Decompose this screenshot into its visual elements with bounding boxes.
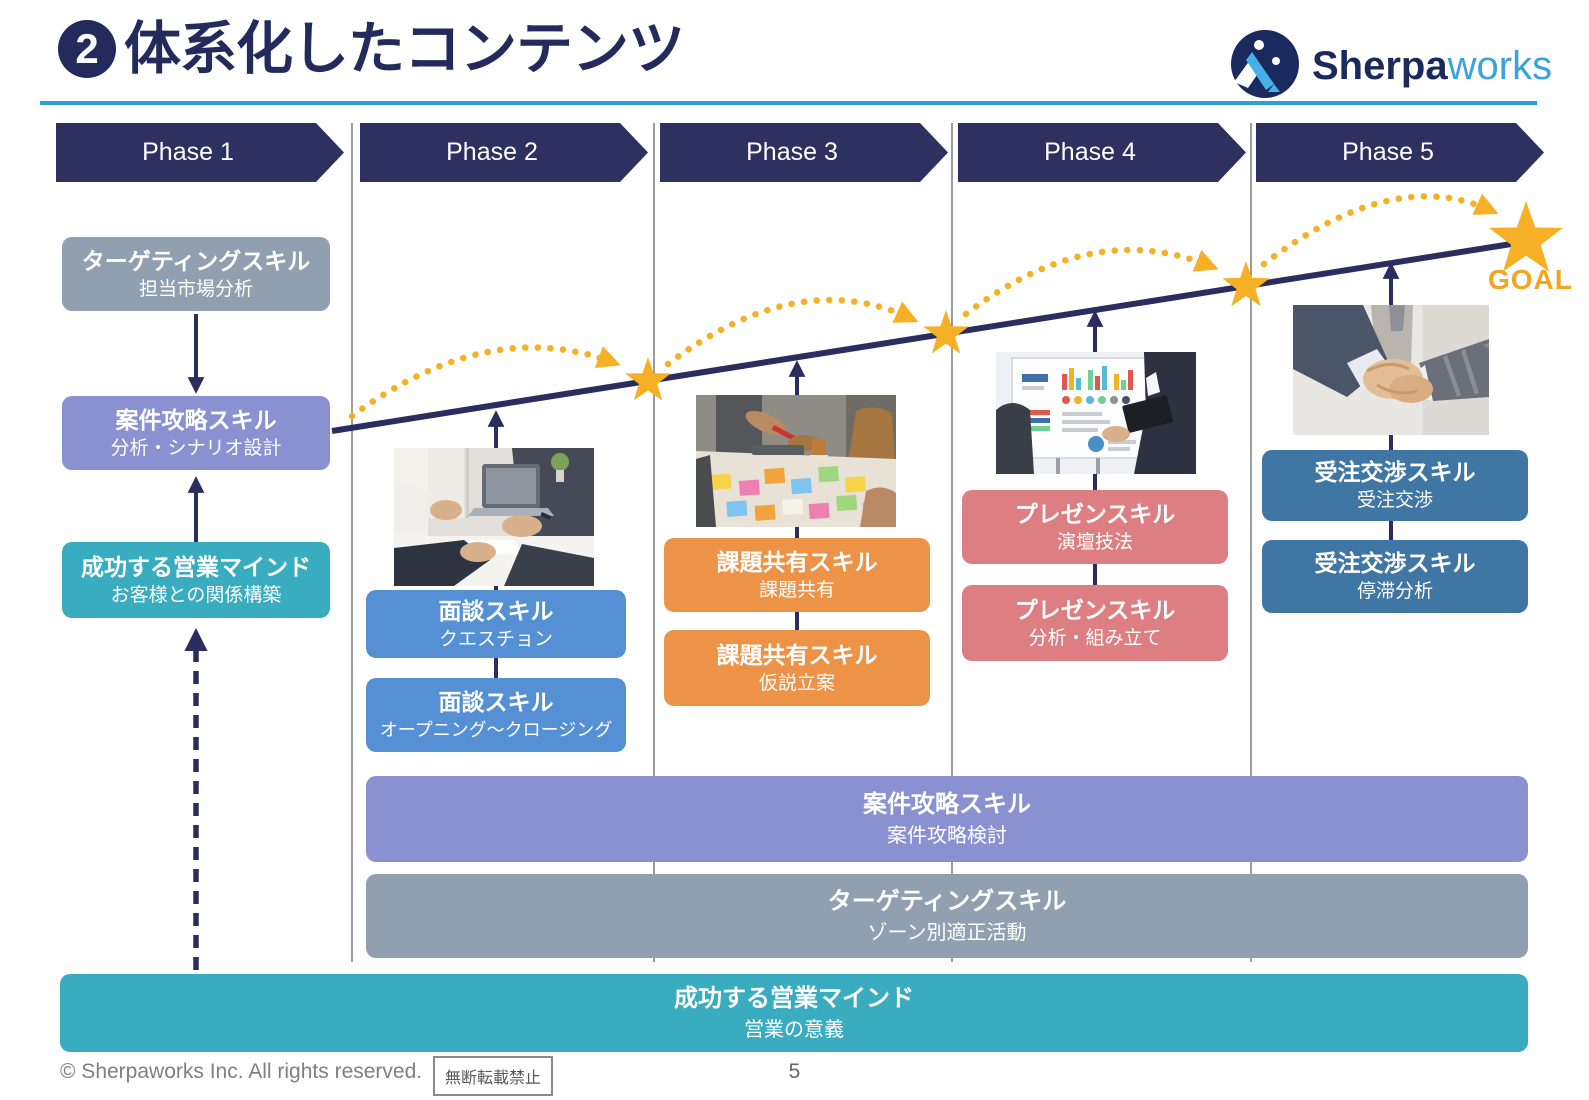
interview-skill-box-2: 面談スキル オープニング～クロージング [366,678,626,752]
business-meeting-photo [394,448,594,586]
sales-mind-wide-bar: 成功する営業マインド 営業の意義 [60,974,1528,1052]
anken-skill-box: 案件攻略スキル 分析・シナリオ設計 [62,396,330,470]
box-title: 受注交渉スキル [1314,459,1476,486]
phase-banner-1: Phase 1 [56,123,344,182]
footer-copyright: © Sherpaworks Inc. All rights reserved. [60,1060,423,1083]
box-subtitle: お客様との関係構築 [110,584,282,606]
box-subtitle: クエスチョン [438,628,553,650]
header-divider [40,101,1537,105]
progress-arc-icon-4 [1260,193,1499,268]
box-title: 面談スキル [438,689,554,716]
page-number: 5 [788,1060,801,1083]
box-title: プレゼンスキル [1014,596,1176,623]
goal-star-icon [1488,201,1564,272]
box-subtitle: 分析・シナリオ設計 [110,437,282,459]
box-title: 受注交渉スキル [1314,550,1476,577]
sales-mind-box: 成功する営業マインド お客様との関係構築 [62,542,330,618]
goal-label: GOAL [1488,264,1573,295]
box-title: 成功する営業マインド [81,553,311,580]
progress-arc-icon-1 [348,344,621,420]
issue-sharing-skill-box-1: 課題共有スキル 課題共有 [664,538,930,612]
bar-subtitle: 案件攻略検討 [887,824,1007,847]
interview-skill-box-1: 面談スキル クエスチョン [366,590,626,658]
issue-sharing-skill-box-2: 課題共有スキル 仮説立案 [664,630,930,706]
bar-title: ターゲティングスキル [827,888,1067,916]
brainstorming-sticky-notes-photo [696,395,896,527]
order-negotiation-skill-box-2: 受注交渉スキル 停滞分析 [1262,540,1528,613]
box-subtitle: 課題共有 [758,579,835,601]
bar-title: 案件攻略スキル [863,791,1031,819]
anken-wide-bar: 案件攻略スキル 案件攻略検討 [366,776,1528,862]
sherpaworks-logo: Sherpaworks [1228,30,1552,102]
milestone-star-icon-1 [625,357,671,401]
bar-subtitle: 営業の意義 [744,1018,844,1041]
box-subtitle: 分析・組み立て [1028,627,1162,649]
logo-sherpa: Sherpa [1312,44,1448,88]
progress-arc-icon-3 [962,246,1219,318]
bar-title: 成功する営業マインド [674,985,914,1013]
box-title: 課題共有スキル [716,641,878,668]
box-title: 面談スキル [438,597,554,624]
phase-banner-5: Phase 5 [1256,123,1544,182]
box-title: ターゲティングスキル [81,247,311,274]
handshake-photo [1293,305,1489,435]
box-title: プレゼンスキル [1014,500,1176,527]
box-subtitle: 演壇技法 [1056,531,1133,553]
milestone-star-icon-3 [1222,261,1270,307]
logo-works: works [1447,44,1553,88]
box-subtitle: 仮説立案 [758,672,835,694]
title-text: 体系化したコンテンツ [124,16,685,81]
order-negotiation-skill-box-1: 受注交渉スキル 受注交渉 [1262,450,1528,521]
box-title: 案件攻略スキル [115,406,277,433]
targeting-skill-box: ターゲティングスキル 担当市場分析 [62,237,330,311]
progress-arc-icon-2 [664,296,919,368]
footer-notice-badge: 無断転載禁止 [433,1056,554,1096]
title-number-badge: 2 [58,20,116,78]
targeting-wide-bar: ターゲティングスキル ゾーン別適正活動 [366,874,1528,958]
presentation-skill-box-2: プレゼンスキル 分析・組み立て [962,585,1228,661]
logo-wordmark: Sherpaworks [1312,46,1552,86]
phase-banner-3: Phase 3 [660,123,948,182]
page-title: 2 体系化したコンテンツ [58,16,685,81]
presentation-whiteboard-photo [996,352,1196,474]
box-subtitle: オープニング～クロージング [379,720,613,741]
box-subtitle: 担当市場分析 [138,278,253,300]
box-subtitle: 受注交渉 [1356,490,1433,511]
milestone-star-icon-2 [923,310,969,354]
box-title: 課題共有スキル [716,548,878,575]
presentation-skill-box-1: プレゼンスキル 演壇技法 [962,490,1228,564]
bar-subtitle: ゾーン別適正活動 [867,921,1027,944]
phase-banner-4: Phase 4 [958,123,1246,182]
box-subtitle: 停滞分析 [1356,581,1433,602]
sherpaworks-mountain-logo-icon [1231,30,1299,98]
phase-banner-2: Phase 2 [360,123,648,182]
